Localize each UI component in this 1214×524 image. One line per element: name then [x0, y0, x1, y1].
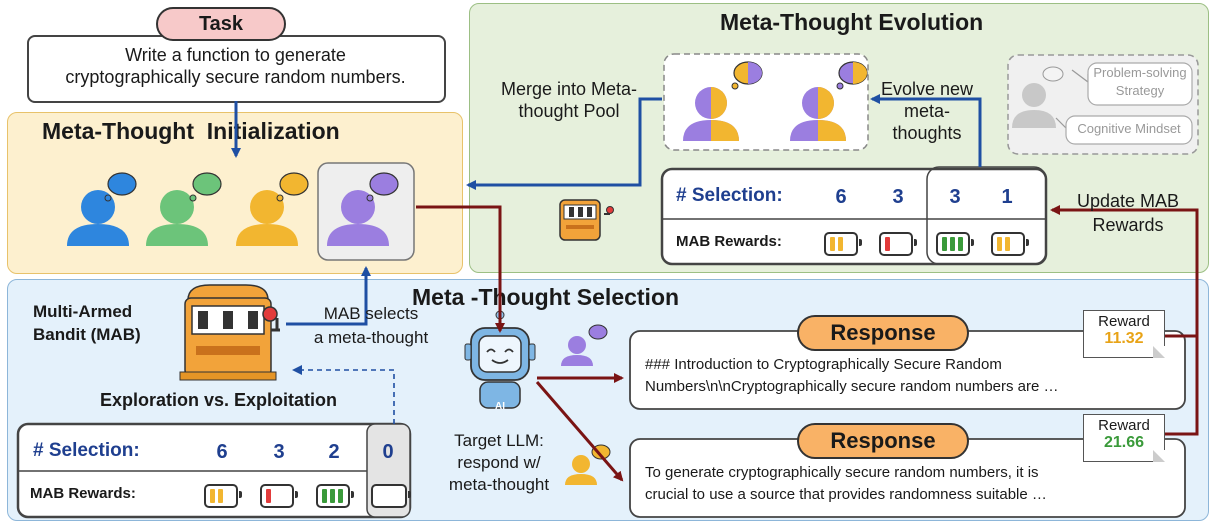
evolution-selection-value: 3 [892, 186, 904, 208]
mab-selects-line1: MAB selects [323, 304, 419, 323]
person-purple-icon [327, 190, 389, 246]
reward-value-2: 21.66 [1103, 434, 1145, 451]
robot-icon [464, 310, 536, 409]
battery-icon [316, 484, 354, 508]
battery-icon [991, 232, 1029, 256]
legend-mindset: Cognitive Mindset [1077, 121, 1181, 136]
selection-selection-value: 0 [382, 441, 394, 463]
exploration-arrow [292, 365, 395, 424]
battery-icon [204, 484, 242, 508]
reward-note-2: Reward 21.66 [1083, 414, 1165, 462]
task-tag: Task [156, 7, 286, 41]
battery-icon [936, 232, 974, 256]
person-green-icon [146, 190, 208, 246]
person-mixed-icon [683, 87, 739, 141]
evolution-selection-value: 3 [949, 186, 961, 208]
thought-bubble-icon [836, 61, 868, 90]
response-pill-2: Response [797, 423, 969, 459]
slot-machine-icon [559, 199, 614, 241]
thought-bubble-icon [104, 172, 137, 202]
evolve-label-line3: thoughts [892, 123, 962, 143]
llm-label-line3: meta-thought [448, 475, 550, 494]
person-purple-icon [561, 324, 608, 366]
person-blue-icon [67, 190, 129, 246]
exploration-label: Exploration vs. Exploitation [100, 390, 338, 410]
response-2-line1: To generate cryptographically secure ran… [645, 464, 1039, 481]
mab-name-line1: Multi-Armed [33, 302, 133, 321]
evolution-selection-label: # Selection: [676, 185, 783, 206]
task-text-line2: cryptographically secure random numbers. [65, 67, 406, 87]
battery-icon [371, 484, 411, 508]
selection-selection-value: 3 [273, 441, 285, 463]
llm-label-line1: Target LLM: [454, 431, 544, 450]
person-yellow-icon [236, 190, 298, 246]
legend-strategy-line2: Strategy [1115, 83, 1165, 98]
llm-label-line2: respond w/ [457, 453, 541, 472]
task-box [27, 35, 446, 103]
response-1-line1: ### Introduction to Cryptographically Se… [645, 356, 1002, 373]
thought-bubble-icon [189, 172, 222, 202]
person-mixed-icon [790, 87, 846, 141]
evolve-label-line2: meta- [903, 101, 950, 121]
legend-strategy-line1: Problem-solving [1093, 65, 1187, 80]
response-1-line2: Numbers\n\nCryptographically secure rand… [645, 378, 1059, 395]
merge-label-line1: Merge into Meta- [500, 79, 638, 99]
update-rewards-line1: Update MAB [1076, 191, 1180, 211]
reward-label-2: Reward [1098, 417, 1150, 434]
thought-bubble-icon [366, 172, 399, 202]
merge-label-line2: thought Pool [518, 101, 620, 121]
mab-name-line2: Bandit (MAB) [33, 325, 141, 344]
person-yellow-icon [565, 444, 611, 485]
thought-bubble-icon [276, 172, 309, 202]
init-title: Meta-Thought Initialization [42, 118, 340, 144]
evolution-rewards-label: MAB Rewards: [676, 233, 782, 250]
battery-icon [824, 232, 862, 256]
evolve-arrow [870, 94, 982, 167]
response-pill-1: Response [797, 315, 969, 351]
llm-input-arrow [416, 205, 505, 333]
reward-label-1: Reward [1098, 313, 1150, 330]
thought-bubble-icon [731, 61, 763, 90]
reward-value-1: 11.32 [1104, 330, 1144, 347]
slot-machine-icon [179, 284, 280, 381]
update-reward-arrow-2 [1160, 336, 1199, 436]
update-rewards-line2: Rewards [1092, 215, 1164, 235]
battery-icon [879, 232, 917, 256]
mab-select-arrow [286, 266, 371, 326]
selection-title: Meta -Thought Selection [412, 284, 680, 310]
evolve-label-line1: Evolve new [880, 79, 974, 99]
evolution-title: Meta-Thought Evolution [720, 9, 984, 35]
reward-note-1: Reward 11.32 [1083, 310, 1165, 358]
selection-selection-label: # Selection: [33, 440, 140, 461]
task-text-line1: Write a function to generate [125, 45, 346, 65]
update-reward-arrow [1050, 205, 1199, 338]
person-grey-icon [1012, 66, 1064, 128]
response-arrow-2 [535, 381, 624, 482]
evolution-selection-value: 6 [835, 186, 847, 208]
mab-selects-line2: a meta-thought [313, 328, 429, 347]
selection-selection-value: 2 [328, 441, 340, 463]
selection-selection-value: 6 [216, 441, 228, 463]
evolution-selection-value: 1 [1001, 186, 1013, 208]
selection-rewards-label: MAB Rewards: [30, 485, 136, 502]
response-2-line2: crucial to use a source that provides ra… [645, 486, 1047, 503]
robot-badge: AI [495, 401, 505, 412]
battery-icon [260, 484, 298, 508]
merge-arrow [466, 97, 662, 190]
